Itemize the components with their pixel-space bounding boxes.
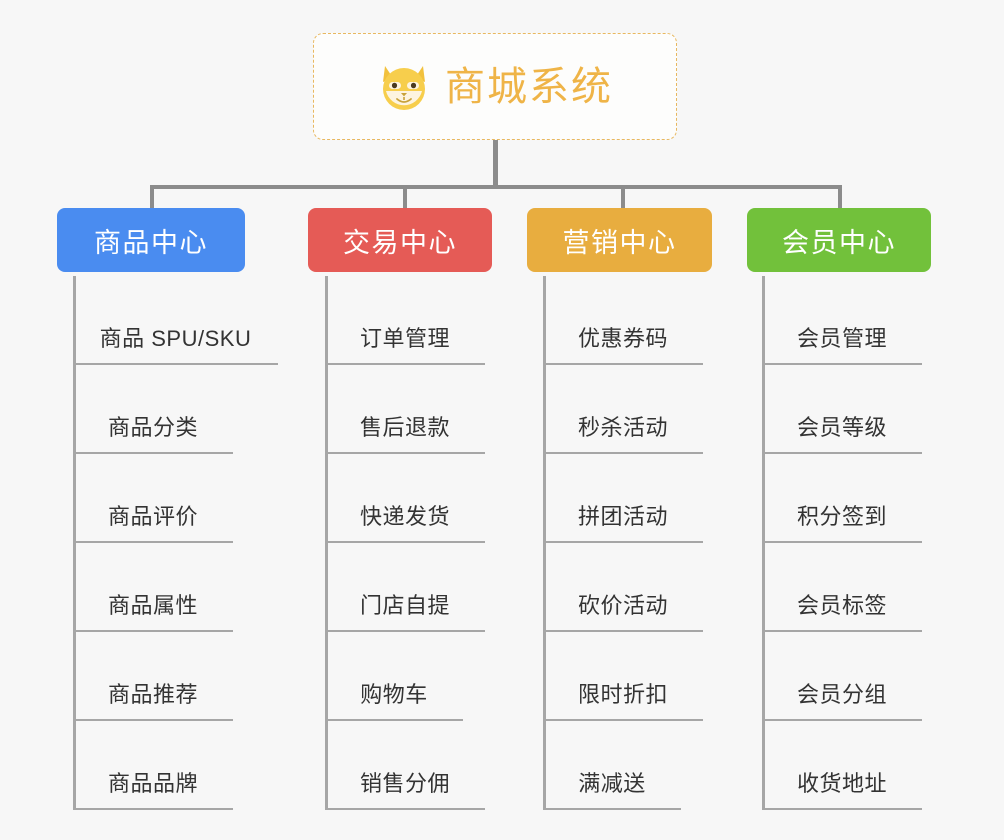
leaf-item[interactable]: 拼团活动: [543, 454, 703, 543]
leaf-item-label: 优惠券码: [577, 326, 668, 351]
leaf-item-label: 会员管理: [796, 326, 887, 351]
leaf-item-label: 满减送: [578, 771, 646, 796]
leaf-column-member: 会员管理 会员等级 积分签到 会员标签 会员分组 收货地址: [762, 276, 922, 810]
bus-bar-connector: [150, 185, 842, 189]
leaf-underline: [543, 719, 703, 721]
leaf-item[interactable]: 会员标签: [762, 543, 922, 632]
leaf-trunk-line: [543, 276, 546, 810]
leaf-item[interactable]: 限时折扣: [543, 632, 703, 721]
leaf-item[interactable]: 快递发货: [325, 454, 485, 543]
leaf-item-label: 订单管理: [359, 326, 450, 351]
category-header-member[interactable]: 会员中心: [747, 208, 931, 272]
leaf-item[interactable]: 商品评价: [73, 454, 233, 543]
root-node[interactable]: 商城系统: [313, 33, 677, 140]
leaf-item-label: 砍价活动: [577, 593, 668, 618]
leaf-item[interactable]: 订单管理: [325, 276, 485, 365]
leaf-underline: [73, 452, 233, 454]
category-header-label: 交易中心: [343, 227, 457, 258]
leaf-underline: [762, 452, 922, 454]
leaf-underline: [543, 452, 703, 454]
category-header-label: 会员中心: [782, 227, 896, 258]
leaf-item-label: 商品推荐: [107, 682, 198, 707]
dog-face-icon: [377, 60, 431, 114]
leaf-underline: [73, 808, 233, 810]
leaf-item-label: 商品评价: [107, 504, 198, 529]
drop-connector-2: [403, 185, 407, 210]
leaf-item-label: 会员分组: [796, 682, 887, 707]
leaf-trunk-line: [325, 276, 328, 810]
leaf-item-label: 商品 SPU/SKU: [99, 326, 252, 351]
category-header-label: 营销中心: [562, 227, 677, 258]
leaf-column-marketing: 优惠券码 秒杀活动 拼团活动 砍价活动 限时折扣 满减送: [543, 276, 703, 810]
leaf-underline: [325, 719, 463, 721]
leaf-item[interactable]: 会员管理: [762, 276, 922, 365]
leaf-item[interactable]: 销售分佣: [325, 721, 485, 810]
leaf-item[interactable]: 购物车: [325, 632, 463, 721]
leaf-item-label: 门店自提: [359, 593, 450, 618]
leaf-item[interactable]: 收货地址: [762, 721, 922, 810]
root-stem-connector: [493, 140, 498, 189]
leaf-item[interactable]: 商品 SPU/SKU: [73, 276, 278, 365]
leaf-item-label: 销售分佣: [359, 771, 450, 796]
leaf-item[interactable]: 商品属性: [73, 543, 233, 632]
drop-connector-1: [150, 185, 154, 210]
leaf-underline: [325, 363, 485, 365]
leaf-underline: [762, 363, 922, 365]
leaf-item-label: 商品分类: [107, 415, 198, 440]
category-header-product[interactable]: 商品中心: [57, 208, 245, 272]
leaf-underline: [73, 719, 233, 721]
leaf-item-label: 限时折扣: [577, 682, 668, 707]
leaf-underline: [73, 363, 278, 365]
leaf-underline: [325, 452, 485, 454]
leaf-item-label: 商品品牌: [107, 771, 198, 796]
leaf-item[interactable]: 商品推荐: [73, 632, 233, 721]
category-header-trade[interactable]: 交易中心: [308, 208, 492, 272]
leaf-item[interactable]: 商品品牌: [73, 721, 233, 810]
drop-connector-3: [621, 185, 625, 210]
leaf-trunk-line: [762, 276, 765, 810]
leaf-item[interactable]: 售后退款: [325, 365, 485, 454]
leaf-underline: [762, 630, 922, 632]
leaf-column-trade: 订单管理 售后退款 快递发货 门店自提 购物车 销售分佣: [325, 276, 485, 810]
leaf-item-label: 收货地址: [796, 771, 887, 796]
leaf-item[interactable]: 会员等级: [762, 365, 922, 454]
leaf-item-label: 售后退款: [359, 415, 450, 440]
leaf-item[interactable]: 优惠券码: [543, 276, 703, 365]
leaf-underline: [543, 808, 681, 810]
leaf-underline: [325, 808, 485, 810]
leaf-underline: [543, 630, 703, 632]
leaf-item-label: 会员标签: [796, 593, 887, 618]
leaf-underline: [543, 363, 703, 365]
leaf-underline: [762, 808, 922, 810]
leaf-underline: [325, 541, 485, 543]
leaf-underline: [762, 541, 922, 543]
leaf-underline: [73, 541, 233, 543]
category-header-marketing[interactable]: 营销中心: [527, 208, 712, 272]
leaf-item[interactable]: 会员分组: [762, 632, 922, 721]
leaf-column-product: 商品 SPU/SKU 商品分类 商品评价 商品属性 商品推荐 商品品牌: [73, 276, 288, 810]
root-title: 商城系统: [445, 64, 613, 109]
leaf-item-label: 商品属性: [107, 593, 198, 618]
leaf-underline: [325, 630, 485, 632]
leaf-item-label: 秒杀活动: [577, 415, 668, 440]
leaf-item[interactable]: 满减送: [543, 721, 681, 810]
leaf-item-label: 购物车: [360, 682, 428, 707]
leaf-item-label: 积分签到: [796, 504, 887, 529]
leaf-item[interactable]: 砍价活动: [543, 543, 703, 632]
leaf-item[interactable]: 门店自提: [325, 543, 485, 632]
leaf-underline: [73, 630, 233, 632]
leaf-trunk-line: [73, 276, 76, 810]
leaf-underline: [543, 541, 703, 543]
leaf-item[interactable]: 秒杀活动: [543, 365, 703, 454]
leaf-underline: [762, 719, 922, 721]
leaf-item-label: 快递发货: [359, 504, 450, 529]
leaf-item[interactable]: 积分签到: [762, 454, 922, 543]
category-header-label: 商品中心: [94, 227, 208, 258]
leaf-item-label: 会员等级: [796, 415, 887, 440]
leaf-item-label: 拼团活动: [577, 504, 668, 529]
drop-connector-4: [838, 185, 842, 210]
leaf-item[interactable]: 商品分类: [73, 365, 233, 454]
